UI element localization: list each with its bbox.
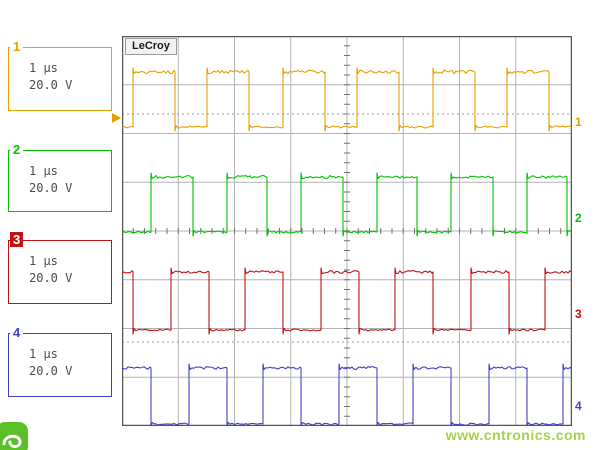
channel-3-timebase: 1 µs: [29, 254, 58, 268]
channel-1-info-box[interactable]: 1 1 µs 20.0 V: [8, 39, 112, 111]
channel-1-number[interactable]: 1: [10, 39, 24, 54]
channel-2-info-box[interactable]: 2 1 µs 20.0 V: [8, 142, 112, 212]
trace-ch4: [122, 363, 572, 426]
trace-ch1: [122, 67, 572, 132]
waveform-plot: [122, 36, 572, 426]
scope-graticule: [122, 36, 572, 426]
channel-4-timebase: 1 µs: [29, 347, 58, 361]
channel-3-number[interactable]: 3: [10, 232, 24, 247]
channel-2-number[interactable]: 2: [10, 142, 24, 157]
watermark-url: www.cntronics.com: [445, 427, 586, 443]
channel-4-number[interactable]: 4: [10, 325, 24, 340]
channel-3-volts-per-div: 20.0 V: [29, 271, 73, 285]
channel-3-info-box[interactable]: 3 1 µs 20.0 V: [8, 232, 112, 304]
cntronics-logo-icon: [0, 422, 28, 450]
channel-1-timebase: 1 µs: [29, 61, 58, 75]
channel-2-timebase: 1 µs: [29, 164, 58, 178]
channel-4-volts-per-div: 20.0 V: [29, 364, 73, 378]
channel-4-info-box[interactable]: 4 1 µs 20.0 V: [8, 325, 112, 397]
trigger-level-marker[interactable]: [112, 113, 121, 123]
lecroy-logo: LeCroy: [125, 38, 177, 55]
channel-4-axis-marker[interactable]: 4: [575, 399, 582, 413]
trace-ch3: [122, 267, 572, 335]
trace-ch2: [122, 172, 572, 237]
channel-1-axis-marker[interactable]: 1: [575, 115, 582, 129]
channel-2-axis-marker[interactable]: 2: [575, 211, 582, 225]
channel-1-volts-per-div: 20.0 V: [29, 78, 73, 92]
channel-3-axis-marker[interactable]: 3: [575, 307, 582, 321]
channel-2-volts-per-div: 20.0 V: [29, 181, 73, 195]
